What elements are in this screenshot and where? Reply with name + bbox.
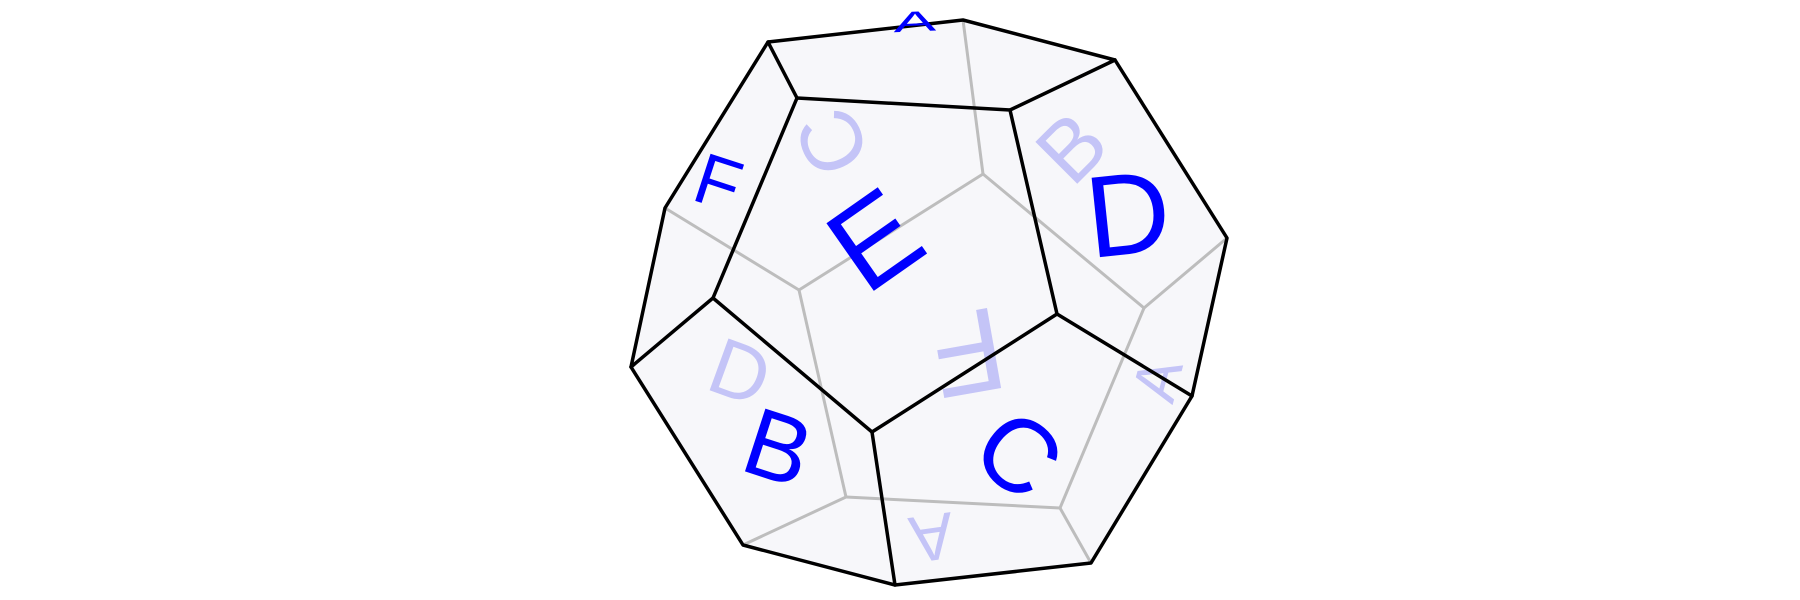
front-letter-right: D bbox=[1080, 145, 1177, 283]
outline bbox=[629, 18, 1229, 587]
front-letter-top: A bbox=[894, 4, 938, 38]
front-center-face bbox=[711, 96, 1059, 434]
back-letter-bottom: A bbox=[905, 498, 959, 577]
front-edges bbox=[629, 18, 1229, 587]
dodecahedron-body bbox=[631, 20, 1227, 585]
